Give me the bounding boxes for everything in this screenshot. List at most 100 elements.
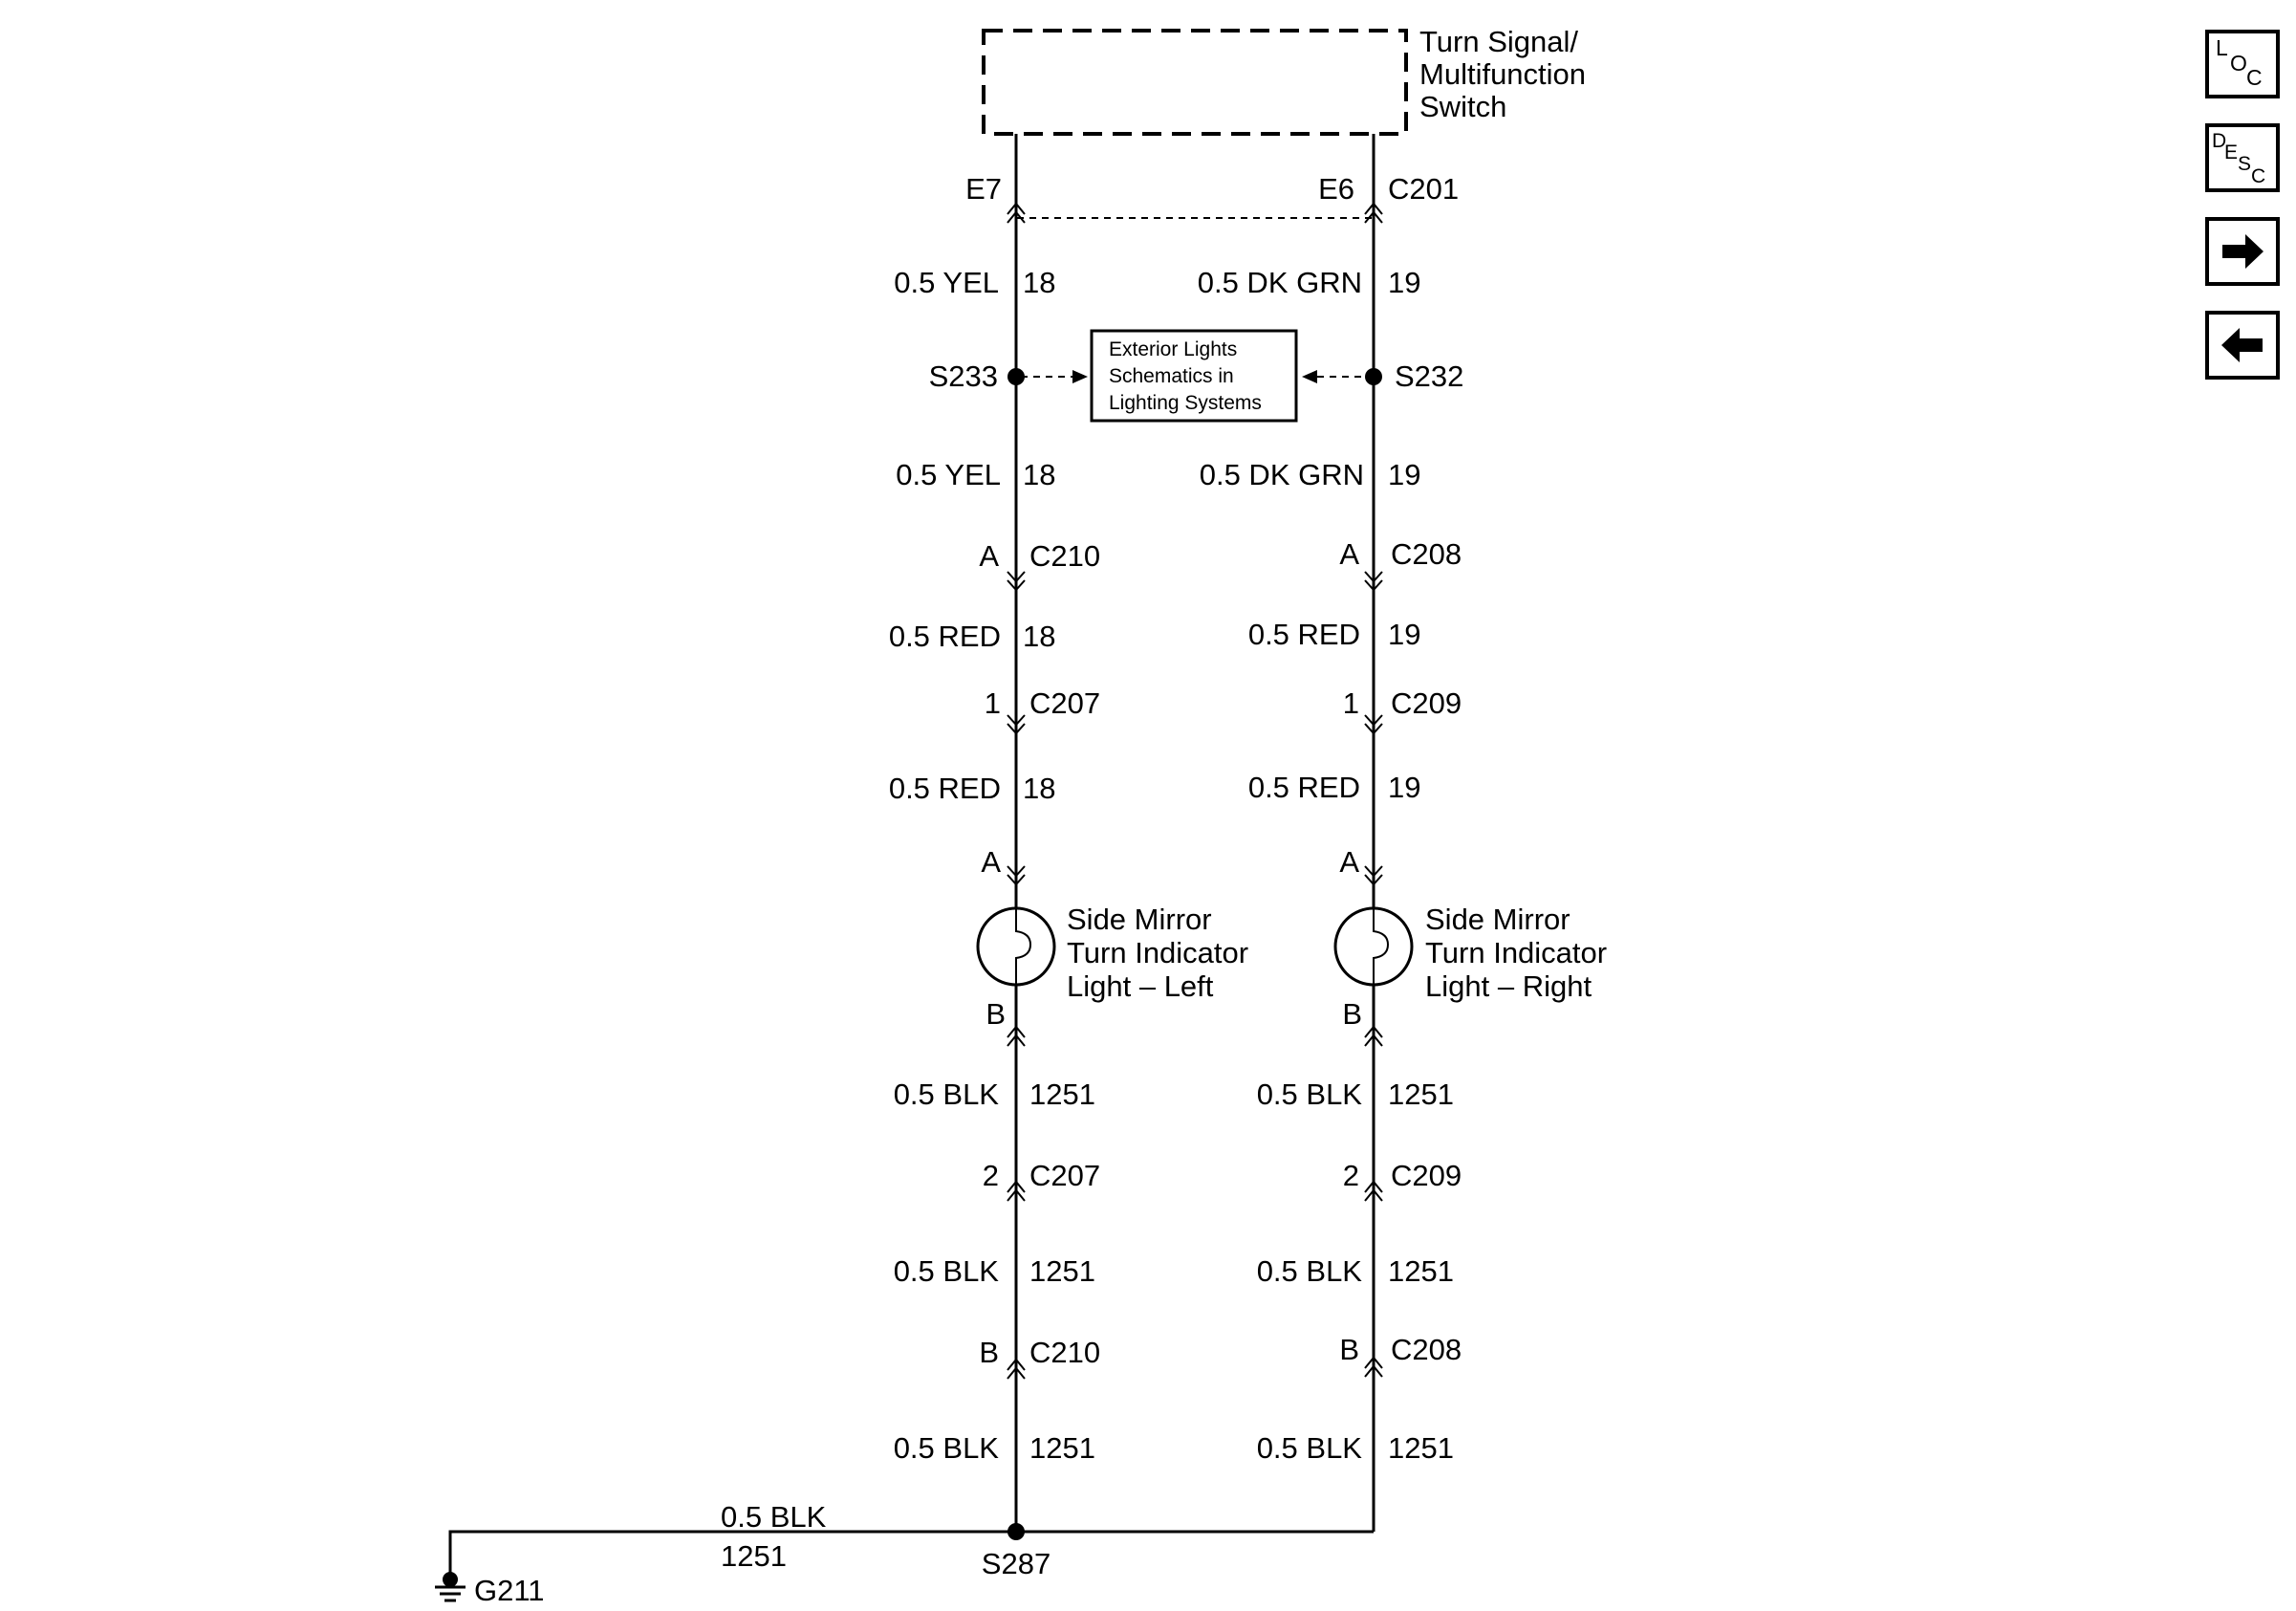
left-circuit-7: 1251 <box>1029 1431 1095 1465</box>
switch-label-line2: Multifunction <box>1419 57 1586 91</box>
left-conn4-pin: B <box>979 1336 999 1369</box>
ground-g211 <box>435 1572 466 1602</box>
right-conn4-label: C208 <box>1391 1333 1462 1366</box>
reference-line2: Schematics in <box>1109 365 1234 387</box>
chevron-up-icon <box>1364 1180 1383 1202</box>
left-circuit-1: 18 <box>1023 266 1055 299</box>
chevron-up-icon <box>1007 202 1026 224</box>
filament-icon <box>1015 908 1032 985</box>
chevron-down-icon <box>1007 714 1026 735</box>
right-wire-color-5: 0.5 BLK <box>1257 1078 1363 1111</box>
chevron-up-icon <box>1364 1356 1383 1378</box>
location-icon <box>2205 30 2280 98</box>
left-conn1-pin: A <box>979 539 999 573</box>
right-wire-color-3: 0.5 RED <box>1248 618 1360 651</box>
reference-box <box>1090 329 1298 423</box>
c201-label: C201 <box>1388 172 1459 206</box>
arrow-left-icon <box>2221 328 2263 362</box>
connector-chevrons <box>1007 202 1383 1380</box>
description-button[interactable]: D E S C <box>2205 123 2280 192</box>
right-circuit-labels: 0.5 DK GRN 19 S232 0.5 DK GRN 19 A C208 … <box>1198 266 1464 1465</box>
right-conn3-label: C209 <box>1391 1159 1462 1192</box>
loc-letter-3: C <box>2246 65 2263 90</box>
reference-line3: Lighting Systems <box>1109 392 1262 414</box>
chevron-up-icon <box>1007 1025 1026 1047</box>
right-circuit-4: 19 <box>1388 771 1420 804</box>
right-wire-color-2: 0.5 DK GRN <box>1200 458 1364 491</box>
desc-letter-2: E <box>2224 142 2238 163</box>
chevron-up-icon <box>1007 1358 1026 1380</box>
arrow-right-icon <box>2222 234 2264 269</box>
c201-pin-e6: E6 <box>1318 172 1354 206</box>
chevron-down-icon <box>1007 865 1026 886</box>
left-splice-label: S233 <box>929 359 998 393</box>
left-lamp-line3: Light – Left <box>1067 969 1214 1003</box>
right-conn3-pin: 2 <box>1343 1159 1359 1192</box>
right-splice-label: S232 <box>1395 359 1463 393</box>
left-wire-color-3: 0.5 RED <box>889 620 1001 653</box>
ground-g211-label: G211 <box>474 1574 545 1607</box>
description-icon <box>2205 123 2280 192</box>
right-lamp-line2: Turn Indicator <box>1425 936 1607 969</box>
chevron-up-icon <box>1364 202 1383 224</box>
right-lamp-pin-b: B <box>1342 997 1362 1031</box>
arrow-head-icon <box>1302 370 1317 383</box>
right-wire-color-1: 0.5 DK GRN <box>1198 266 1362 299</box>
reference-line1: Exterior Lights <box>1109 338 1237 360</box>
chevron-down-icon <box>1007 571 1026 592</box>
right-conn4-pin: B <box>1339 1333 1359 1366</box>
previous-page-button[interactable] <box>2205 311 2280 380</box>
right-circuit-3: 19 <box>1388 618 1420 651</box>
left-lamp-pin-b: B <box>986 997 1006 1031</box>
right-wire-color-7: 0.5 BLK <box>1257 1431 1363 1465</box>
desc-letter-4: C <box>2251 165 2265 187</box>
right-lamp-pin-a: A <box>1339 845 1359 879</box>
left-wire-color-7: 0.5 BLK <box>894 1431 1000 1465</box>
filament-icon <box>1373 908 1390 985</box>
left-wire-color-5: 0.5 BLK <box>894 1078 1000 1111</box>
left-lamp-label: Side Mirror Turn Indicator Light – Left <box>1067 903 1248 1003</box>
c201-pin-e7: E7 <box>965 172 1002 206</box>
left-conn2-pin: 1 <box>985 686 1001 720</box>
chevron-up-icon <box>1007 1180 1026 1202</box>
right-wire-color-6: 0.5 BLK <box>1257 1254 1363 1288</box>
right-conn1-label: C208 <box>1391 537 1462 571</box>
chevron-down-icon <box>1364 714 1383 735</box>
right-conn1-pin: A <box>1339 537 1359 571</box>
left-lamp-line1: Side Mirror <box>1067 903 1212 936</box>
splice-s233-dot <box>1007 368 1025 385</box>
left-wire-color-1: 0.5 YEL <box>894 266 999 299</box>
left-conn3-label: C207 <box>1029 1159 1100 1192</box>
location-button[interactable]: L O C <box>2205 30 2280 98</box>
ground-dot <box>443 1572 458 1587</box>
left-circuit-2: 18 <box>1023 458 1055 491</box>
splice-s287-dot <box>1007 1523 1025 1540</box>
ground-labels: 0.5 BLK 1251 S287 G211 <box>474 1500 1051 1607</box>
loc-letter-1: L <box>2216 35 2228 60</box>
left-circuit-labels: 0.5 YEL 18 S233 0.5 YEL 18 A C210 0.5 RE… <box>889 266 1100 1465</box>
left-wire-color-4: 0.5 RED <box>889 772 1001 805</box>
right-circuit-7: 1251 <box>1388 1431 1454 1465</box>
ground-wire-circuit: 1251 <box>721 1539 787 1573</box>
right-circuit-6: 1251 <box>1388 1254 1454 1288</box>
left-conn2-label: C207 <box>1029 686 1100 720</box>
left-wire-color-2: 0.5 YEL <box>896 458 1001 491</box>
left-conn1-label: C210 <box>1029 539 1100 573</box>
left-lamp <box>976 906 1056 987</box>
loc-letter-2: O <box>2230 51 2247 76</box>
left-circuit-6: 1251 <box>1029 1254 1095 1288</box>
switch-label-line3: Switch <box>1419 90 1506 123</box>
next-page-button[interactable] <box>2205 217 2280 286</box>
ground-wire-color: 0.5 BLK <box>721 1500 827 1534</box>
switch-outline <box>982 29 1408 136</box>
exterior-lights-reference: Exterior Lights Schematics in Lighting S… <box>1021 329 1369 423</box>
splice-s232-dot <box>1365 368 1382 385</box>
left-lamp-pin-a: A <box>981 845 1001 879</box>
turn-signal-switch: Turn Signal/ Multifunction Switch <box>982 25 1586 136</box>
left-circuit-5: 1251 <box>1029 1078 1095 1111</box>
desc-letter-3: S <box>2238 153 2251 175</box>
right-wire-color-4: 0.5 RED <box>1248 771 1360 804</box>
right-lamp-line1: Side Mirror <box>1425 903 1570 936</box>
connector-c201: E7 E6 C201 <box>965 172 1459 219</box>
